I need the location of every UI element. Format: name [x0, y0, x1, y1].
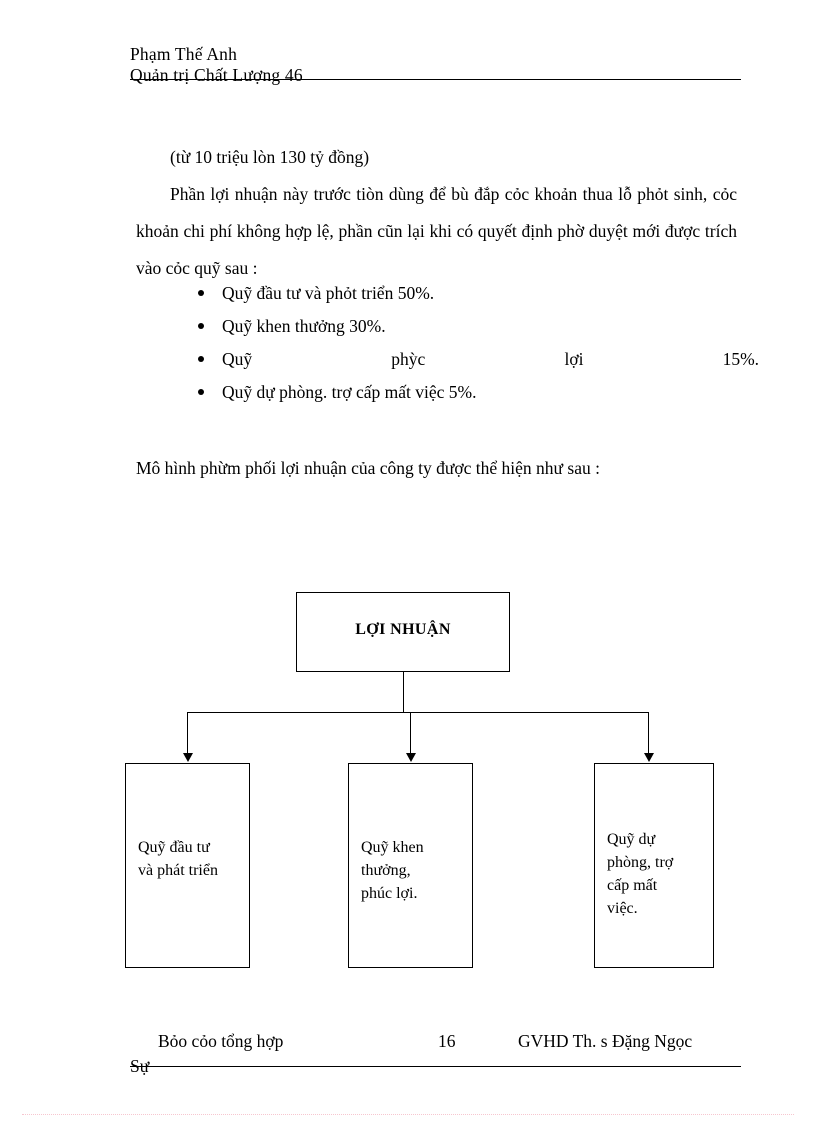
connector-branch-left: [187, 712, 188, 756]
list-item-label: Quỹ khen thưởng 30%.: [222, 316, 386, 336]
arrowhead-icon-left: [183, 753, 193, 762]
page-break-marker: [22, 1114, 794, 1115]
list-item: Quỹ đầu tư và phỏt triển 50%.: [198, 283, 738, 316]
bullet-point-icon: [198, 323, 204, 329]
footer-divider: [130, 1066, 741, 1067]
list-item: Quỹ khen thưởng 30%.: [198, 316, 738, 349]
bullet-point-icon: [198, 356, 204, 362]
intro-line: (từ 10 triệu lòn 130 tỷ đồng): [170, 147, 370, 167]
connector-trunk: [403, 672, 404, 712]
arrowhead-icon-center: [406, 753, 416, 762]
list-item-segment: Quỹ: [222, 349, 253, 369]
list-item-label: Quỹ đầu tư và phỏt triển 50%.: [222, 283, 435, 303]
list-item-segment: 15%.: [722, 349, 760, 369]
page-footer: Bỏo cỏo tổng hợp 16 GVHD Th. s Đặng Ngọc…: [130, 1031, 742, 1076]
connector-branch-center: [410, 712, 411, 756]
header-course: Quản trị Chất Lượng 46: [130, 65, 303, 85]
main-paragraph-text: Phần lợi nhuận này trước tiòn dùng để bù…: [136, 184, 737, 278]
closing-line: Mô hình phừm phối lợi nhuận của công ty …: [136, 458, 600, 478]
list-item-segment: phỳc: [391, 349, 426, 369]
list-item: Quỹ dự phòng. trợ cấp mất việc 5%.: [198, 382, 738, 415]
page-number: 16: [438, 1031, 456, 1051]
arrowhead-icon-right: [644, 753, 654, 762]
footer-left-label: Bỏo cỏo tổng hợp: [158, 1031, 284, 1051]
list-item-label: Quỹ dự phòng. trợ cấp mất việc 5%.: [222, 382, 477, 402]
fund-allocation-list: Quỹ đầu tư và phỏt triển 50%. Quỹ khen t…: [198, 283, 759, 415]
footer-right-label: GVHD Th. s Đặng Ngọc: [518, 1031, 693, 1051]
bullet-point-icon: [198, 389, 204, 395]
list-item-label-justified: Quỹ phỳc lợi 15%.: [222, 349, 759, 369]
bullet-point-icon: [198, 290, 204, 296]
page-header: Phạm Thế Anh Quản trị Chất Lượng 46: [130, 44, 742, 86]
connector-bus: [187, 712, 649, 713]
list-item: Quỹ phỳc lợi 15%.: [198, 349, 759, 382]
header-divider: [130, 79, 741, 80]
list-item-segment: lợi: [564, 349, 584, 369]
connector-branch-right: [648, 712, 649, 756]
main-paragraph: Phần lợi nhuận này trước tiòn dùng để bù…: [136, 176, 737, 287]
header-author: Phạm Thế Anh: [130, 44, 238, 64]
diagram-node-root: LỢI NHUẬN: [296, 592, 510, 672]
footer-row: Bỏo cỏo tổng hợp 16 GVHD Th. s Đặng Ngọc: [158, 1031, 742, 1053]
diagram-node-root-label: LỢI NHUẬN: [355, 621, 451, 638]
